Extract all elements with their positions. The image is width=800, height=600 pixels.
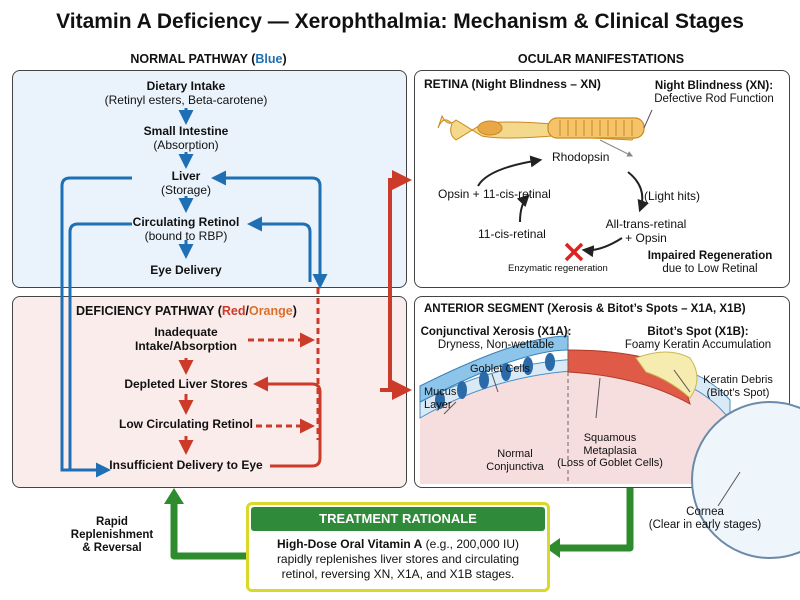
deficiency-step-insufficient-delivery: Insufficient Delivery to Eye bbox=[109, 458, 263, 472]
treatment-heading: TREATMENT RATIONALE bbox=[251, 507, 545, 531]
normal-pathway-heading: NORMAL PATHWAY (Blue) bbox=[130, 52, 287, 66]
cycle-light-hits: (Light hits) bbox=[644, 189, 701, 203]
deficiency-pathway-panel bbox=[12, 296, 407, 488]
night-blindness-label: Night Blindness (XN):Defective Rod Funct… bbox=[654, 80, 774, 106]
normal-step-circulating-retinol: Circulating Retinol(bound to RBP) bbox=[132, 215, 240, 243]
cornea-label: Cornea(Clear in early stages) bbox=[648, 506, 762, 532]
impaired-x-icon bbox=[564, 242, 584, 262]
ocular-connector-arrows bbox=[380, 170, 412, 400]
bitots-spot-label: Bitot’s Spot (X1B):Foamy Keratin Accumul… bbox=[624, 326, 772, 352]
normal-flow-arrows bbox=[60, 108, 328, 478]
page-title: Vitamin A Deficiency — Xerophthalmia: Me… bbox=[56, 10, 744, 33]
deficiency-flow-arrows bbox=[178, 288, 322, 468]
rod-cell-illustration bbox=[437, 109, 653, 157]
normal-pathway-panel bbox=[12, 70, 407, 288]
normal-step-dietary-intake: Dietary Intake(Retinyl esters, Beta-caro… bbox=[104, 79, 268, 107]
conjunctiva-illustration bbox=[419, 330, 800, 559]
cycle-enzymatic-regeneration: Enzymatic regeneration bbox=[508, 263, 608, 274]
treatment-rationale-box: TREATMENT RATIONALE High-Dose Oral Vitam… bbox=[246, 502, 550, 592]
normal-step-eye-delivery: Eye Delivery bbox=[150, 263, 222, 277]
conjunctival-xerosis-label: Conjunctival Xerosis (X1A):Dryness, Non-… bbox=[420, 326, 572, 352]
treatment-text: High-Dose Oral Vitamin A (e.g., 200,000 … bbox=[276, 537, 520, 581]
deficiency-step-low-retinol: Low Circulating Retinol bbox=[119, 417, 253, 431]
cycle-11-cis-retinal: 11-cis-retinal bbox=[478, 227, 546, 241]
retina-heading: RETINA (Night Blindness – XN) bbox=[424, 77, 601, 91]
treatment-arrows bbox=[164, 488, 634, 560]
deficiency-step-depleted-liver: Depleted Liver Stores bbox=[124, 377, 248, 391]
ocular-manifestations-heading: OCULAR MANIFESTATIONS bbox=[517, 52, 685, 66]
normal-step-liver: Liver(Storage) bbox=[160, 169, 212, 197]
retina-panel bbox=[414, 70, 790, 288]
goblet-cells-label: Goblet Cells bbox=[470, 363, 530, 375]
cycle-opsin-cis-retinal: Opsin + 11-cis-retinal bbox=[438, 187, 551, 201]
cycle-all-trans-retinal: All-trans-retinal+ Opsin bbox=[605, 217, 687, 245]
normal-step-small-intestine: Small Intestine(Absorption) bbox=[143, 124, 229, 152]
keratin-debris-label: Keratin Debris(Bitot’s Spot) bbox=[703, 374, 773, 399]
anterior-segment-heading: ANTERIOR SEGMENT (Xerosis & Bitot’s Spot… bbox=[424, 303, 746, 315]
cycle-rhodopsin: Rhodopsin bbox=[552, 150, 610, 164]
visual-cycle-arrows bbox=[477, 155, 649, 258]
deficiency-pathway-heading: DEFICIENCY PATHWAY (Red/Orange) bbox=[76, 304, 297, 318]
